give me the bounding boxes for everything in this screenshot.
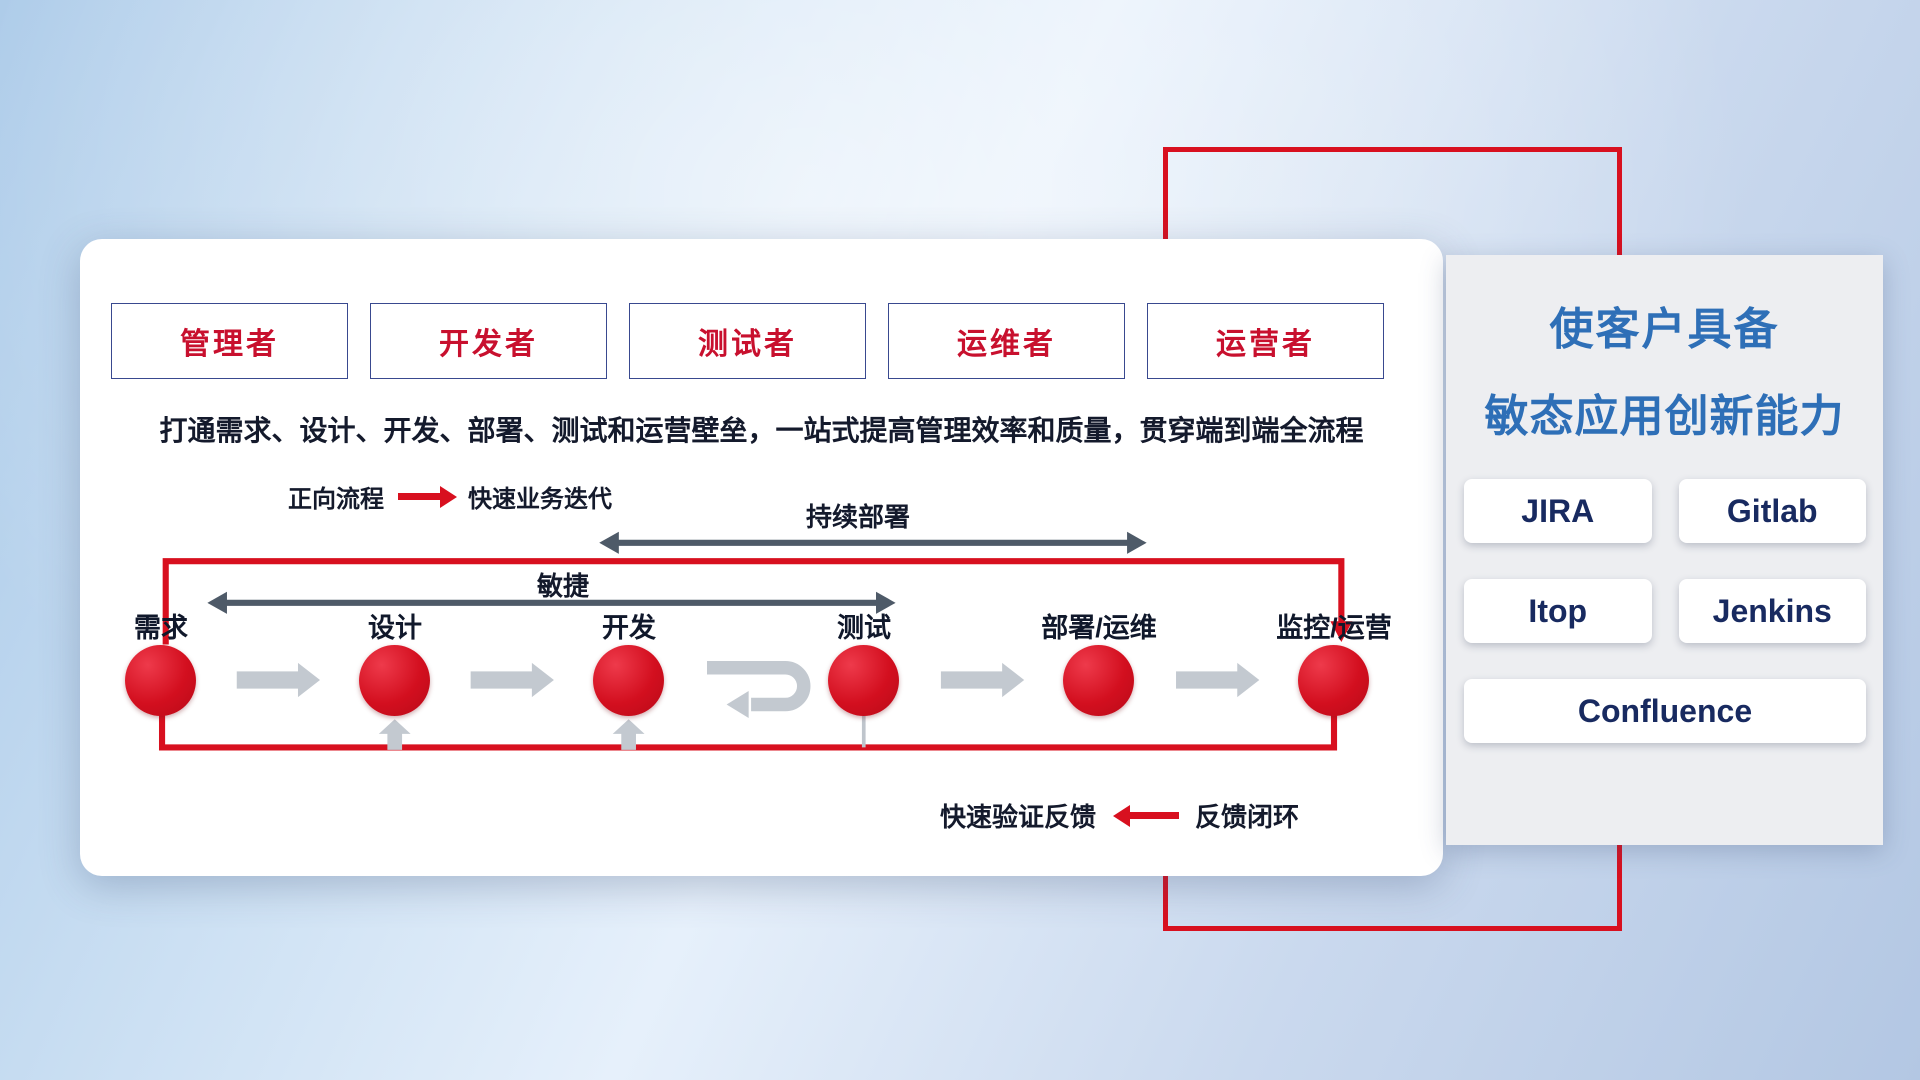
- stage-label-development: 开发: [602, 613, 656, 643]
- role-label: 运维者: [957, 328, 1056, 361]
- feedback-up-arrow-design: [378, 719, 411, 750]
- cd-arrowhead-right: [1127, 531, 1147, 554]
- tool-box-confluence: Confluence: [1464, 679, 1866, 743]
- capability-title-line1: 使客户具备: [1549, 305, 1780, 354]
- feedback-arrow-icon: [1130, 812, 1180, 819]
- forward-arrow-icon: [398, 493, 440, 500]
- continuous-deployment-label: 持续部署: [805, 502, 910, 532]
- role-box-developer: 开发者: [370, 303, 607, 379]
- stage-arrow-2: [470, 662, 554, 698]
- subtitle-text: 打通需求、设计、开发、部署、测试和运营壁垒，一站式提高管理效率和质量，贯穿端到端…: [159, 415, 1364, 446]
- tool-box-jira: JIRA: [1464, 479, 1652, 543]
- feedback-label: 快速验证反馈: [940, 802, 1097, 832]
- stage-node-requirements: [125, 645, 196, 716]
- feedback-up-arrow-development: [612, 719, 645, 750]
- role-box-manager: 管理者: [111, 303, 348, 379]
- cd-arrowhead-left: [599, 531, 619, 554]
- role-label: 开发者: [439, 328, 538, 361]
- role-box-operations: 运维者: [888, 303, 1125, 379]
- stage-label-testing: 测试: [837, 613, 891, 643]
- devops-flow-panel: 管理者 开发者 测试者 运维者 运营者 打通需求、设计、开发、部署、测试和运营壁…: [80, 239, 1443, 876]
- iteration-loop-arrow: [707, 661, 811, 712]
- legend-feedback: 快速验证反馈 反馈闭环: [940, 797, 1299, 834]
- stage-label-design: 设计: [368, 613, 422, 643]
- role-box-operator: 运营者: [1147, 303, 1384, 379]
- agile-label: 敏捷: [536, 571, 589, 601]
- feedback-desc: 反馈闭环: [1195, 802, 1300, 832]
- capability-panel: 使客户具备 敏态应用创新能力 JIRA Gitlab Itop Jenkins …: [1446, 255, 1883, 845]
- role-label: 管理者: [180, 328, 279, 361]
- tool-box-jenkins: Jenkins: [1678, 579, 1866, 643]
- stage-node-monitor-ops: [1298, 645, 1369, 716]
- stage-label-requirements: 需求: [134, 613, 188, 643]
- stage-label-monitor-ops: 监控/运营: [1276, 613, 1392, 643]
- stage-node-deploy-ops: [1063, 645, 1134, 716]
- stage-arrow-4: [940, 662, 1025, 698]
- iteration-loop-arrowhead: [726, 691, 749, 718]
- tool-box-gitlab: Gitlab: [1678, 479, 1866, 543]
- legend-forward: 正向流程 快速业务迭代: [288, 479, 612, 514]
- forward-flow-desc: 快速业务迭代: [468, 486, 612, 513]
- stage-arrow-5: [1176, 662, 1260, 698]
- capability-title-line2: 敏态应用创新能力: [1484, 392, 1845, 441]
- tool-box-itop: Itop: [1464, 579, 1652, 643]
- stage-label-deploy-ops: 部署/运维: [1041, 613, 1157, 643]
- role-label: 运营者: [1216, 328, 1315, 361]
- role-label: 测试者: [698, 328, 797, 361]
- roles-row: 管理者 开发者 测试者 运维者 运营者: [111, 303, 1384, 379]
- role-box-tester: 测试者: [629, 303, 866, 379]
- forward-flow-label: 正向流程: [288, 486, 384, 513]
- stage-arrow-1: [236, 662, 321, 698]
- stage-node-design: [359, 645, 430, 716]
- stage-node-testing: [828, 645, 899, 716]
- feedback-loop-line: [158, 660, 1338, 751]
- tools-grid: JIRA Gitlab Itop Jenkins Confluence: [1464, 479, 1866, 743]
- stage-node-development: [593, 645, 664, 716]
